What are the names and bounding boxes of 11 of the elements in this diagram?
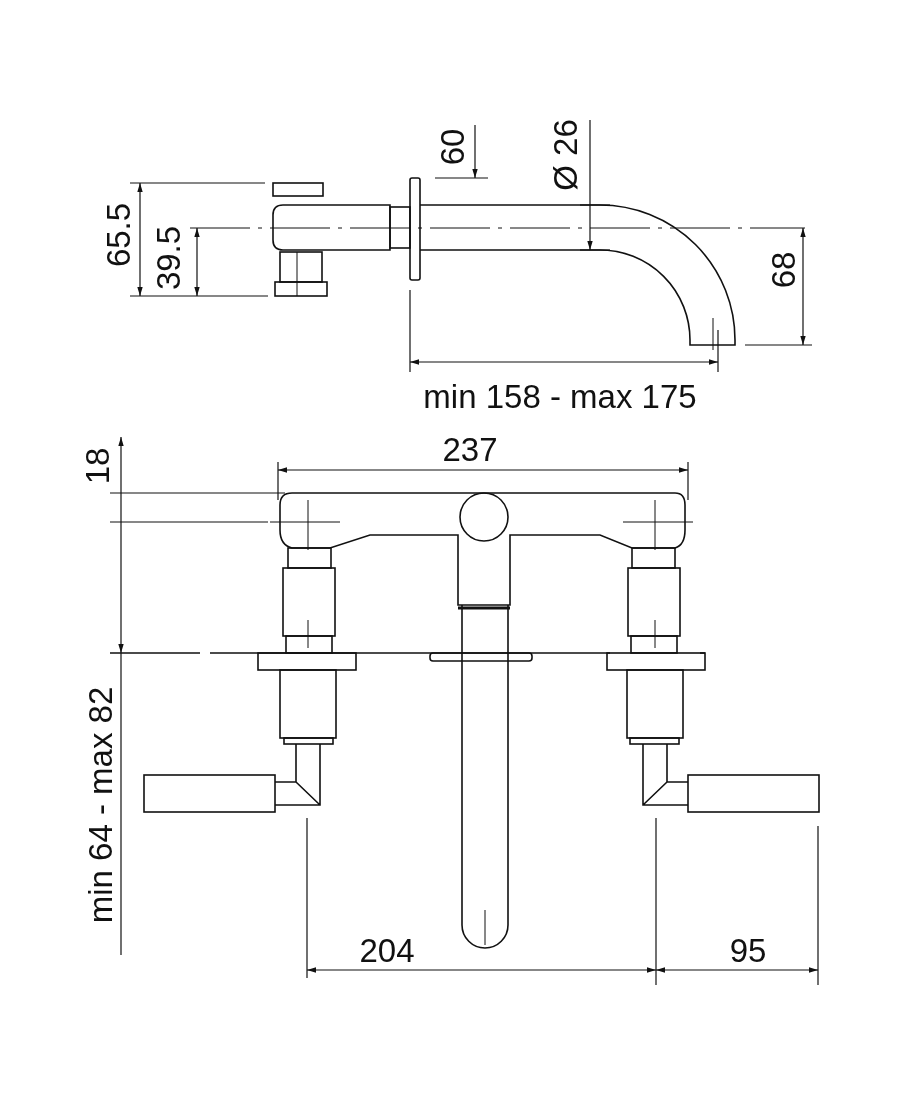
dimension-label: Ø 26 <box>548 119 582 191</box>
dimension-label: min 158 - max 175 <box>423 379 697 413</box>
dimension-label: 39.5 <box>151 225 185 291</box>
dimension-label: 65.5 <box>101 202 135 268</box>
dimension-label: 237 <box>442 432 498 466</box>
dimension-label: 60 <box>435 128 469 166</box>
dimension-label: 18 <box>80 447 114 485</box>
dimension-label: 68 <box>766 251 800 289</box>
dimension-label: min 64 - max 82 <box>83 686 117 924</box>
dimension-label: 95 <box>729 933 767 967</box>
dimension-label: 204 <box>359 933 415 967</box>
